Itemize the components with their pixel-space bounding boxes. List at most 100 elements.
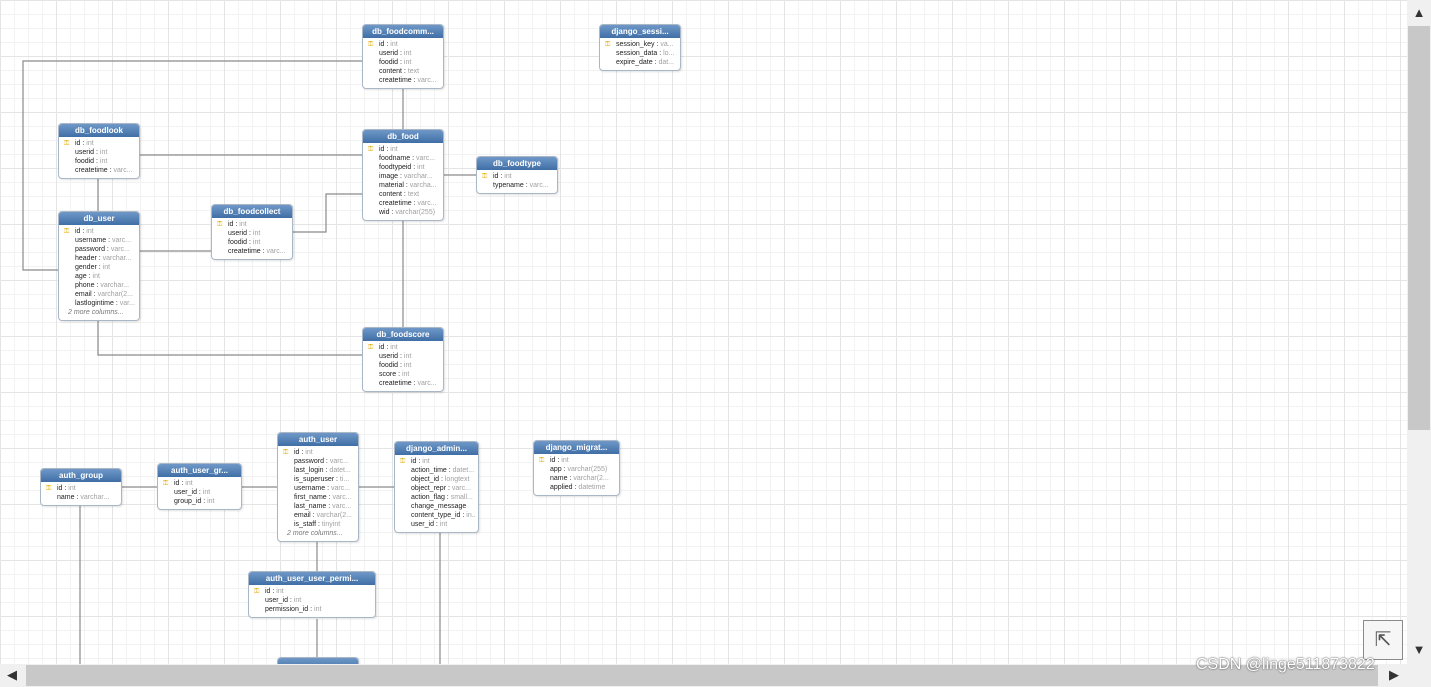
column-row: name : varchar... (57, 494, 110, 501)
column-name: user_id (265, 597, 288, 604)
column-row: foodid : int (228, 239, 261, 246)
column-type: int (439, 521, 448, 528)
column-row: typename : varc... (493, 182, 549, 189)
column-row: userid : int (379, 353, 412, 360)
column-row: action_flag : small... (411, 494, 473, 501)
column-row: createtime : varc... (379, 77, 437, 84)
column-row: is_superuser : ti... (294, 476, 350, 483)
column-name: email (294, 512, 311, 519)
table-title: db_foodcollect (212, 205, 292, 218)
column-row: material : varcha... (379, 182, 437, 189)
column-name: id (174, 480, 180, 487)
expand-arrow-icon: ⇱ (1374, 629, 1392, 651)
column-row: createtime : varc... (228, 248, 286, 255)
column-row: ⚿session_key : va... (605, 41, 674, 48)
column-type: int (422, 458, 430, 465)
column-name: userid (228, 230, 248, 237)
vertical-scrollbar[interactable]: ▲ ▼ (1407, 0, 1431, 664)
table-title: db_user (59, 212, 139, 225)
relationship-lines (22, 60, 476, 664)
scroll-left-icon[interactable]: ◀ (7, 667, 17, 682)
key-icon: ⚿ (46, 485, 52, 492)
column-row: email : varchar(2... (294, 512, 352, 519)
overview-button[interactable]: ⇱ (1363, 620, 1403, 660)
column-row: username : varc... (75, 237, 132, 244)
column-type: varcha... (409, 182, 437, 189)
column-type: varchar... (403, 173, 433, 180)
column-name: name (550, 475, 568, 482)
column-type: varc... (417, 77, 437, 84)
column-row: permission_id : int (265, 606, 322, 613)
column-row: last_name : varc... (294, 503, 352, 510)
column-type: int (185, 480, 193, 487)
column-type: int (86, 140, 94, 147)
horizontal-scrollbar[interactable]: ◀ ▶ (0, 664, 1407, 687)
column-type: int (305, 449, 313, 456)
scroll-right-icon[interactable]: ▶ (1389, 667, 1399, 682)
column-row: lastlogintime : var... (75, 300, 135, 307)
table-django-session[interactable]: django_sessi...⚿session_key : va...sessi… (599, 24, 681, 71)
column-row: name : varchar(2... (550, 475, 609, 482)
column-row: ⚿id : int (368, 146, 398, 153)
table-auth-bottom[interactable] (277, 657, 359, 664)
column-name: last_login (294, 467, 324, 474)
column-type: varchar(2... (573, 475, 609, 482)
column-name: id (57, 485, 63, 492)
column-type: int (92, 273, 100, 280)
column-type: dat... (658, 59, 675, 66)
column-name: image (379, 173, 399, 180)
column-name: content (379, 191, 402, 198)
table-title: db_food (363, 130, 443, 143)
column-row: createtime : varc... (75, 167, 133, 174)
column-type: int (390, 146, 398, 153)
column-row: object_repr : varc... (411, 485, 471, 492)
horizontal-scroll-thumb[interactable] (26, 665, 1378, 686)
column-name: action_time (411, 467, 447, 474)
key-icon: ⚿ (368, 344, 374, 351)
column-name: createtime (228, 248, 261, 255)
column-name: id (379, 344, 385, 351)
vertical-scroll-thumb[interactable] (1408, 26, 1430, 430)
scroll-down-icon[interactable]: ▼ (1412, 642, 1426, 657)
more-columns-link[interactable]: 2 more columns... (287, 530, 343, 537)
more-columns-link[interactable]: 2 more columns... (68, 309, 124, 316)
scroll-up-icon[interactable]: ▲ (1412, 5, 1426, 20)
key-icon: ⚿ (482, 173, 488, 180)
column-name: last_name (294, 503, 327, 510)
column-name: permission_id (265, 606, 309, 613)
column-type: varc... (111, 237, 132, 244)
column-type: varchar(2... (316, 512, 352, 519)
column-row: ⚿id : int (64, 228, 94, 235)
column-type: varc... (417, 200, 437, 207)
column-type: varc... (332, 503, 352, 510)
column-row: wid : varchar(255) (379, 209, 436, 216)
column-type: int (202, 489, 211, 496)
table-title: django_admin... (395, 442, 478, 455)
column-name: createtime (379, 200, 412, 207)
column-name: userid (379, 353, 399, 360)
column-name: applied (550, 484, 573, 491)
column-name: content (379, 68, 402, 75)
column-name: action_flag (411, 494, 445, 501)
watermark: CSDN @linge511873822 (1196, 656, 1375, 673)
table-title: auth_user (278, 433, 358, 446)
column-type: int (561, 457, 569, 464)
column-row: ⚿id : int (539, 457, 569, 464)
column-name: first_name (294, 494, 327, 501)
column-row: email : varchar(2... (75, 291, 133, 298)
column-name: is_staff (294, 521, 317, 528)
